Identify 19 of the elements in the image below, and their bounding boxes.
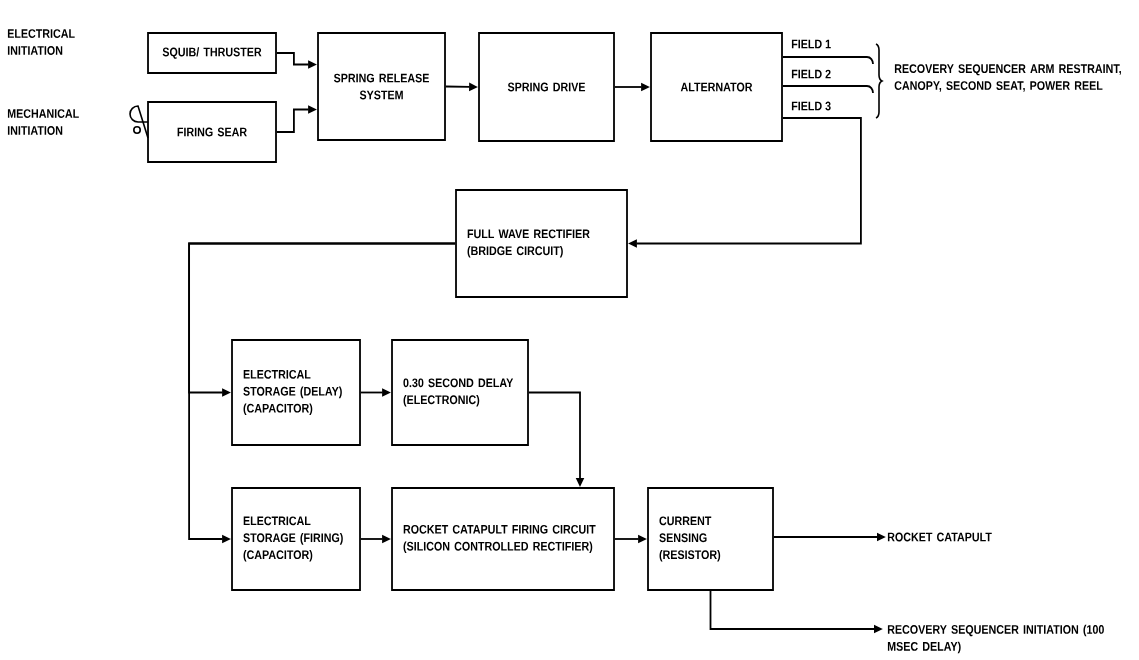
process-box: ELECTRICAL STORAGE (DELAY) (CAPACITOR) xyxy=(231,339,361,446)
process-box: FULL WAVE RECTIFIER (BRIDGE CIRCUIT) xyxy=(455,189,628,298)
edge-label: FIELD 2 xyxy=(790,68,833,80)
output-label: RECOVERY SEQUENCER ARM RESTRAINT, CANOPY, SECOND SEAT, POWER REEL xyxy=(894,64,1121,92)
input-label: ELECTRICAL INITIATION xyxy=(7,29,75,55)
edge-label: FIELD 3 xyxy=(790,100,833,112)
input-label: MECHANICAL INITIATION xyxy=(7,109,79,135)
process-box: 0.30 SECOND DELAY (ELECTRONIC) xyxy=(391,339,529,446)
process-box: ALTERNATOR xyxy=(650,32,783,142)
process-box: FIRING SEAR xyxy=(147,101,277,163)
process-box: ELECTRICAL STORAGE (FIRING) (CAPACITOR) xyxy=(231,487,361,591)
process-box: ROCKET CATAPULT FIRING CIRCUIT (SILICON CONTROLLED RECTIFIER) xyxy=(391,487,615,591)
process-box: CURRENT SENSING (RESISTOR) xyxy=(647,487,774,591)
process-box: SPRING RELEASE SYSTEM xyxy=(317,32,446,141)
edge-label: FIELD 1 xyxy=(790,38,833,50)
output-label: ROCKET CATAPULT xyxy=(887,532,992,542)
process-box: SQUIB/ THRUSTER xyxy=(147,32,277,74)
process-box: SPRING DRIVE xyxy=(478,32,615,142)
output-label: RECOVERY SEQUENCER INITIATION (100 MSEC DELAY) xyxy=(887,624,1104,654)
